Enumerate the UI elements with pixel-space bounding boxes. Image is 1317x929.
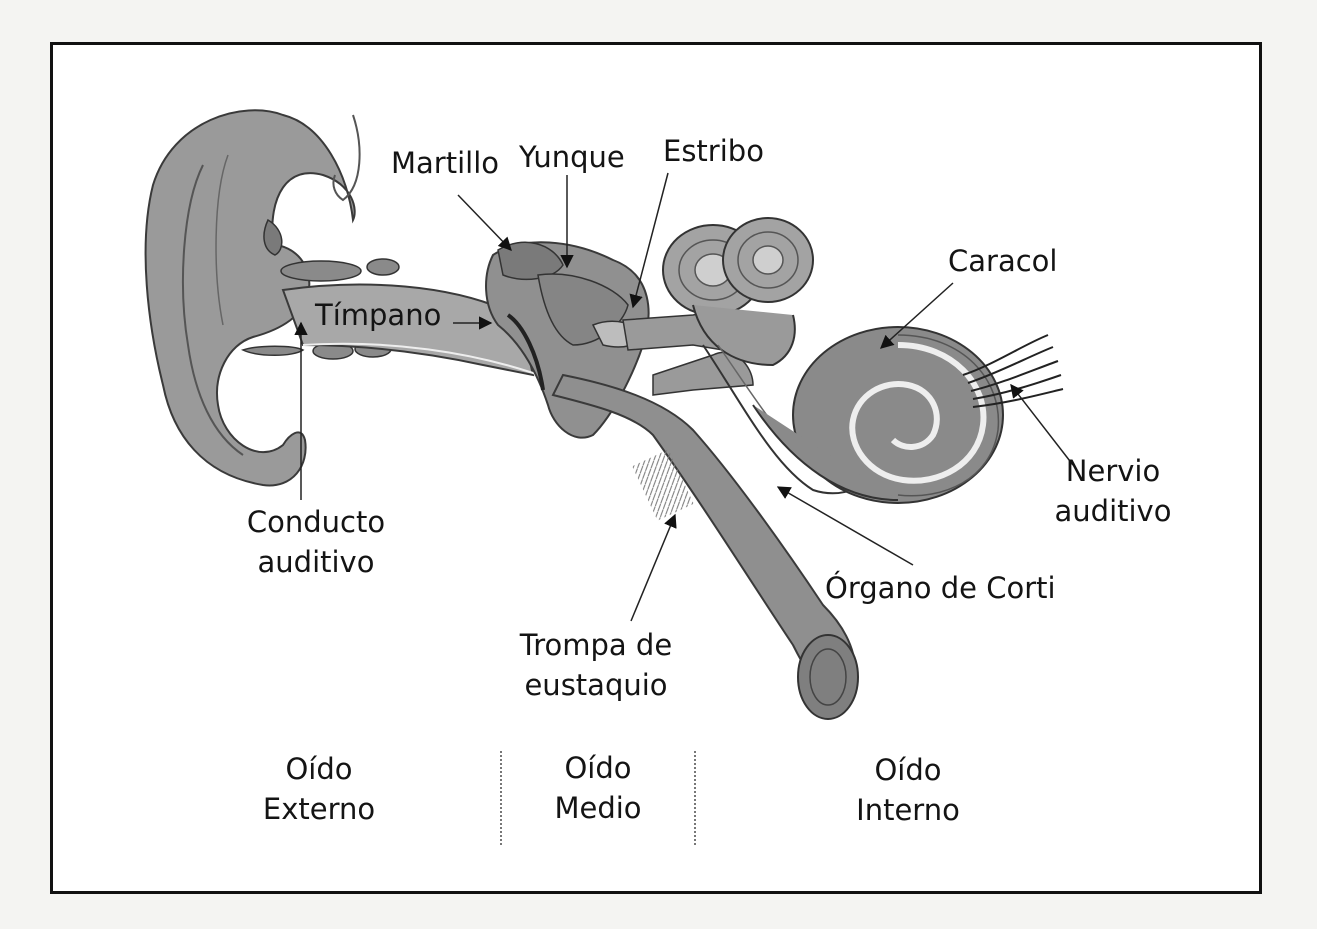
ear-anatomy-illustration — [144, 109, 1074, 720]
label-trompa-line2: eustaquio — [524, 668, 668, 702]
leader-arrows — [294, 172, 1074, 622]
section-interno-line2: Interno — [856, 793, 960, 827]
label-caracol: Caracol — [948, 244, 1058, 278]
inner-ear-shape — [622, 217, 884, 495]
label-yunque: Yunque — [519, 140, 625, 174]
eustachian-tube-shape — [551, 373, 859, 720]
section-medio-line2: Medio — [554, 791, 642, 825]
label-nervio-line2: auditivo — [1054, 494, 1172, 528]
label-timpano: Tímpano — [315, 298, 442, 332]
cochlea-shape — [752, 326, 1004, 504]
label-estribo: Estribo — [663, 134, 764, 168]
section-divider — [500, 751, 502, 845]
pinna-shape — [144, 109, 400, 487]
section-externo-line1: Oído — [285, 752, 353, 786]
diagram-frame: Martillo Yunque Estribo Tímpano Caracol … — [50, 42, 1262, 894]
label-nervio-line1: Nervio — [1065, 454, 1161, 488]
label-martillo: Martillo — [391, 146, 499, 180]
section-interno-line1: Oído — [874, 753, 942, 787]
label-conducto-line2: auditivo — [257, 545, 375, 579]
section-externo-line2: Externo — [262, 792, 376, 826]
label-trompa-line1: Trompa de — [519, 628, 673, 662]
section-divider — [694, 751, 696, 845]
label-conducto-line1: Conducto — [246, 505, 386, 539]
section-medio-line1: Oído — [564, 751, 632, 785]
label-organo-de-corti: Órgano de Corti — [825, 571, 1056, 605]
